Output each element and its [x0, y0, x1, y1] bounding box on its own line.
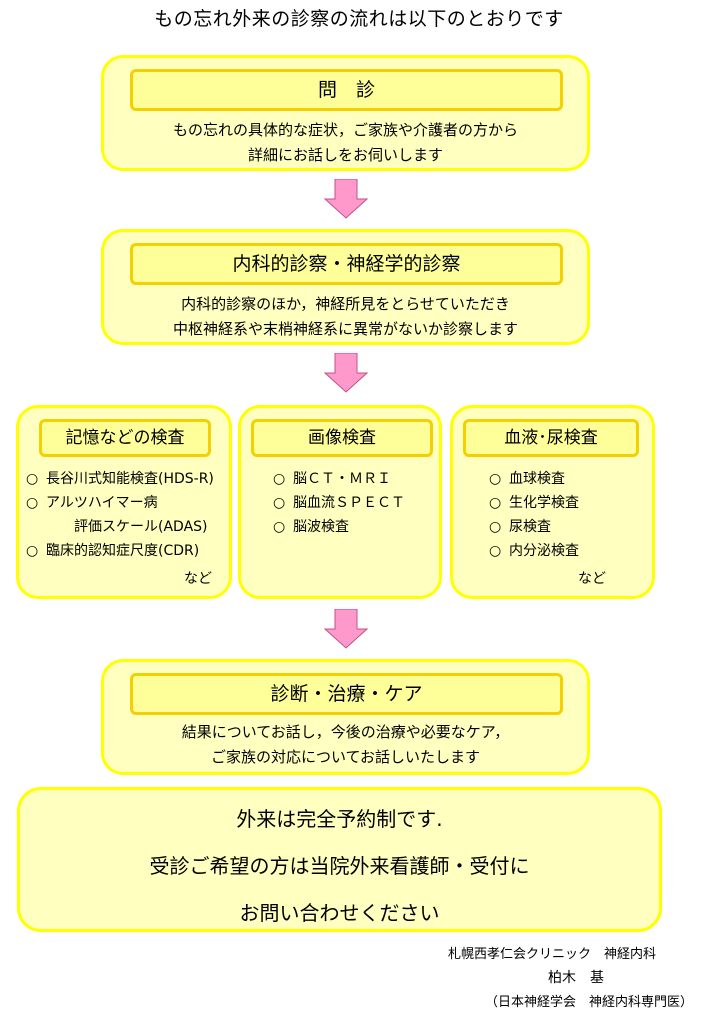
list-item: ○ 臨床的認知症尺度(CDR): [26, 539, 214, 563]
page-title: もの忘れ外来の診察の流れは以下のとおりです: [154, 8, 564, 30]
list-item-label: アルツハイマー病: [46, 495, 158, 511]
list-item-label: 臨床的認知症尺度(CDR): [46, 543, 200, 559]
list-item: ○ 血球検査: [489, 467, 579, 491]
circle-bullet-icon: ○: [273, 495, 286, 511]
list-item-label: 生化学検査: [509, 495, 579, 511]
list-item-label: 長谷川式知能検査(HDS-R): [46, 471, 214, 487]
memory-tests-list: ○長谷川式知能検査(HDS-R) ○アルツハイマー病 評価スケール(ADAS) …: [26, 467, 214, 563]
memory-tests-box: 記憶などの検査 ○ 長谷川式知能検査(HDS-R) ○ アルツハイマー病 評価スケー…: [16, 405, 232, 599]
down-arrow-icon: [323, 179, 369, 219]
interview-line-1: もの忘れの具体的な症状，ご家族や介護者の方から: [172, 121, 518, 139]
circle-bullet-icon: ○: [489, 471, 502, 487]
list-item: ○ 脳ＣＴ・ＭＲＩ: [273, 467, 405, 491]
circle-bullet-icon: ○: [273, 471, 286, 487]
interview-box: 問 診 もの忘れの具体的な症状，ご家族や介護者の方から 詳細にお話しをお伺いしま…: [101, 55, 590, 171]
circle-bullet-icon: ○: [489, 543, 502, 559]
list-item-label: 血球検査: [509, 471, 565, 487]
list-item: ○ 脳血流ＳＰＥＣＴ: [273, 491, 405, 515]
imaging-tests-box: 画像検査 ○ 脳ＣＴ・ＭＲＩ ○ 脳血流ＳＰＥＣＴ ○ 脳波検査: [238, 405, 442, 599]
imaging-tests-list: ○ 脳ＣＴ・ＭＲＩ ○ 脳血流ＳＰＥＣＴ ○ 脳波検査: [273, 467, 405, 539]
blood-urine-tests-box: 血液･尿検査 ○ 血球検査 ○ 生化学検査 ○ 尿検査 ○ 内分泌検査 など: [450, 405, 655, 599]
diagnosis-box: 診断・治療・ケア 結果についてお話し，今後の治療や必要なケア， ご家族の対応につ…: [101, 659, 590, 775]
circle-bullet-icon: ○: [26, 495, 39, 511]
clinic-name: 札幌西孝仁会クリニック 神経内科: [448, 947, 657, 962]
doctor-credential: （日本神経学会 神経内科専門医）: [485, 995, 694, 1010]
doctor-name: 柏木 基: [548, 970, 604, 986]
list-item-label: 脳血流ＳＰＥＣＴ: [293, 495, 405, 511]
interview-line-2: 詳細にお話しをお伺いします: [247, 146, 443, 164]
list-item: 評価スケール(ADAS): [26, 515, 214, 539]
down-arrow-icon: [323, 353, 369, 393]
list-item: ○ 生化学検査: [489, 491, 579, 515]
examination-line-1: 内科的診察のほか，神経所見をとらせていただき: [181, 295, 510, 313]
diagnosis-header: 診断・治療・ケア: [130, 673, 563, 715]
notice-line-3: お問い合わせください: [239, 901, 440, 925]
interview-header: 問 診: [130, 69, 563, 111]
diagnosis-line-1: 結果についてお話し，今後の治療や必要なケア，: [181, 723, 510, 741]
circle-bullet-icon: ○: [26, 543, 39, 559]
appointment-notice-box: 外来は完全予約制です. 受診ご希望の方は当院外来看護師・受付に お問い合わせくだ…: [17, 787, 662, 932]
memory-tests-etc: など: [184, 571, 212, 587]
examination-box: 内科的診察・神経学的診察 内科的診察のほか，神経所見をとらせていただき 中枢神経…: [101, 229, 590, 345]
list-item: ○ 内分泌検査: [489, 539, 579, 563]
diagnosis-line-2: ご家族の対応についてお話しいたします: [210, 748, 481, 766]
memory-tests-header: 記憶などの検査: [39, 419, 211, 457]
list-item: ○ 長谷川式知能検査(HDS-R): [26, 467, 214, 491]
circle-bullet-icon: ○: [489, 495, 502, 511]
list-item: ○ 脳波検査: [273, 515, 405, 539]
list-item-label: 脳ＣＴ・ＭＲＩ: [293, 471, 391, 487]
blood-urine-tests-list: ○ 血球検査 ○ 生化学検査 ○ 尿検査 ○ 内分泌検査: [489, 467, 579, 563]
examination-line-2: 中枢神経系や末梢神経系に異常がないか診察します: [172, 320, 518, 338]
circle-bullet-icon: ○: [489, 519, 502, 535]
notice-line-1: 外来は完全予約制です.: [236, 807, 443, 831]
examination-header: 内科的診察・神経学的診察: [130, 243, 563, 285]
circle-bullet-icon: ○: [273, 519, 286, 535]
notice-line-2: 受診ご希望の方は当院外来看護師・受付に: [149, 854, 530, 878]
circle-bullet-icon: ○: [26, 471, 39, 487]
list-item-label: 内分泌検査: [509, 543, 579, 559]
list-item-label: 脳波検査: [293, 519, 349, 535]
list-item-label: 評価スケール(ADAS): [46, 519, 208, 535]
imaging-tests-header: 画像検査: [251, 419, 433, 457]
blood-urine-tests-header: 血液･尿検査: [463, 419, 639, 457]
list-item: ○ 尿検査: [489, 515, 579, 539]
down-arrow-icon: [323, 609, 369, 649]
list-item: ○ アルツハイマー病: [26, 491, 214, 515]
blood-urine-tests-etc: など: [578, 571, 606, 587]
list-item-label: 尿検査: [509, 519, 551, 535]
